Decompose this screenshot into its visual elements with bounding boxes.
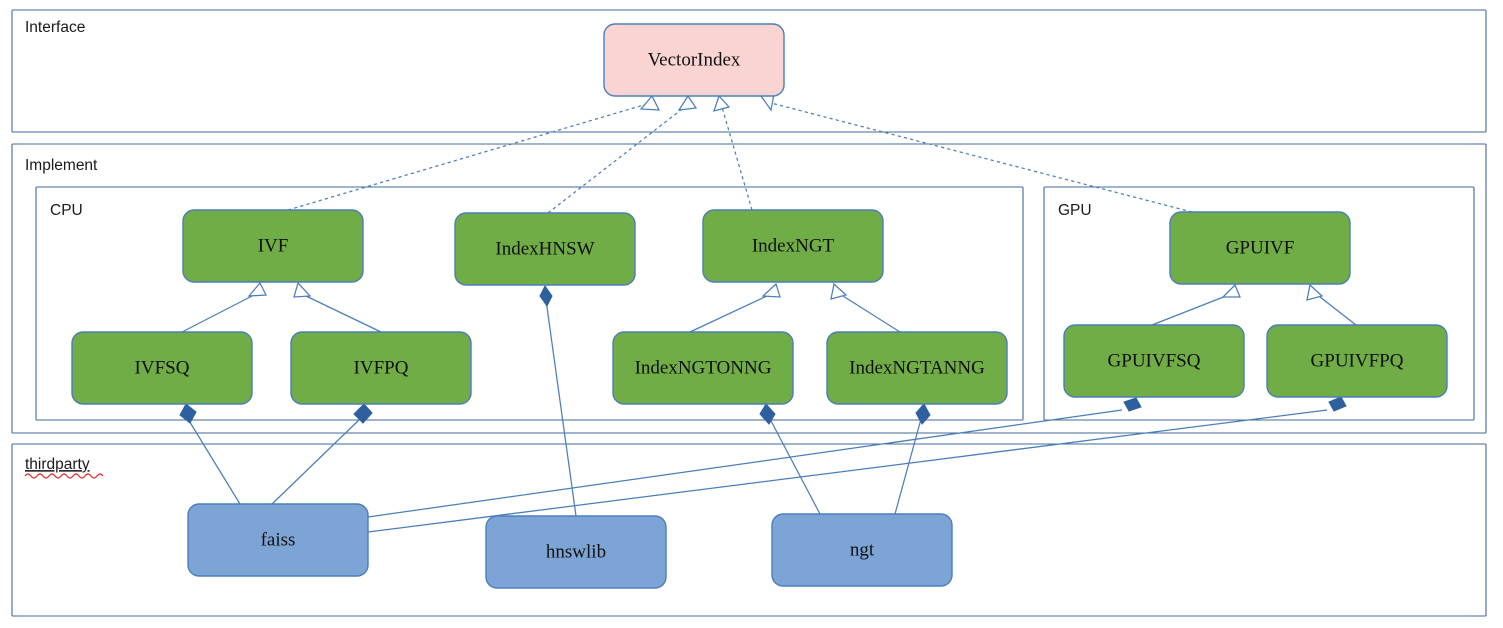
frame-thirdparty-label: thirdparty bbox=[25, 456, 90, 473]
node-gpuivf-label: GPUIVF bbox=[1226, 237, 1295, 258]
edge-faiss-to-ivfpq bbox=[271, 403, 373, 505]
edge-line bbox=[181, 294, 255, 333]
inheritance-arrowhead-icon bbox=[639, 94, 661, 111]
composition-diamond-icon bbox=[759, 403, 776, 425]
edge-line bbox=[842, 295, 901, 333]
edge-line bbox=[367, 409, 1123, 518]
inheritance-arrowhead-icon bbox=[293, 281, 312, 298]
node-ivfsq[interactable]: IVFSQ bbox=[71, 331, 253, 405]
frame-cpu-label: CPU bbox=[50, 202, 83, 219]
composition-diamond-icon bbox=[1123, 397, 1142, 412]
frame-implement-label: Implement bbox=[25, 157, 98, 174]
inheritance-arrowhead-icon bbox=[761, 282, 781, 298]
node-gpuivf-rect[interactable] bbox=[1169, 211, 1351, 285]
node-hnswlib-rect[interactable] bbox=[485, 515, 667, 589]
inheritance-arrowhead-icon bbox=[713, 94, 731, 112]
node-gpuivfpq-label: GPUIVFPQ bbox=[1311, 350, 1404, 371]
edge-hnswlib-to-indexhnsw bbox=[539, 285, 577, 517]
node-hnswlib-label: hnswlib bbox=[546, 541, 606, 562]
node-ivfpq-rect[interactable] bbox=[290, 331, 472, 405]
node-faiss-rect[interactable] bbox=[187, 503, 369, 577]
node-indexhnsw[interactable]: IndexHNSW bbox=[454, 212, 636, 286]
node-indexngtanng-label: IndexNGTANNG bbox=[849, 357, 985, 378]
frame-thirdparty-rect bbox=[11, 443, 1487, 617]
edge-ivf-to-vectorindex bbox=[287, 94, 661, 211]
node-hnswlib[interactable]: hnswlib bbox=[485, 515, 667, 589]
edge-line bbox=[287, 103, 648, 211]
spellcheck-squiggle-icon bbox=[24, 473, 104, 479]
node-ngt[interactable]: ngt bbox=[771, 513, 953, 587]
node-ivf[interactable]: IVF bbox=[182, 209, 364, 283]
node-ivfsq-label: IVFSQ bbox=[135, 357, 190, 378]
frame-thirdparty: thirdparty bbox=[11, 443, 1487, 617]
inheritance-arrowhead-icon bbox=[830, 282, 848, 300]
node-gpuivfpq-rect[interactable] bbox=[1266, 324, 1448, 398]
edge-line bbox=[545, 299, 577, 517]
edge-line bbox=[769, 418, 821, 515]
node-indexngt-label: IndexNGT bbox=[752, 235, 835, 256]
node-indexngtanng-rect[interactable] bbox=[826, 331, 1008, 405]
node-indexhnsw-label: IndexHNSW bbox=[495, 238, 594, 259]
edge-gpuivfsq-to-gpuivf bbox=[1151, 283, 1241, 326]
node-ivf-rect[interactable] bbox=[182, 209, 364, 283]
edge-indexhnsw-to-vectorindex bbox=[547, 94, 698, 214]
edge-indexngtanng-to-indexngt bbox=[830, 282, 901, 333]
edge-faiss-to-gpuivfsq bbox=[367, 397, 1142, 518]
inheritance-arrowhead-icon bbox=[247, 281, 267, 297]
node-faiss[interactable]: faiss bbox=[187, 503, 369, 577]
node-vectorindex-rect[interactable] bbox=[603, 23, 785, 97]
node-ivfpq-label: IVFPQ bbox=[354, 357, 409, 378]
inheritance-arrowhead-icon bbox=[1221, 283, 1241, 298]
edge-ngt-to-indexngtonng bbox=[759, 403, 821, 515]
edge-indexngt-to-vectorindex bbox=[713, 94, 753, 211]
node-indexngtonng-rect[interactable] bbox=[612, 331, 794, 405]
composition-diamond-icon bbox=[179, 403, 197, 424]
node-indexngt[interactable]: IndexNGT bbox=[702, 209, 884, 283]
edge-line bbox=[305, 295, 382, 333]
edge-faiss-to-ivfsq bbox=[179, 403, 241, 505]
composition-diamond-icon bbox=[539, 285, 553, 307]
edge-line bbox=[367, 409, 1328, 533]
edge-line bbox=[1319, 296, 1357, 326]
node-indexngtonng[interactable]: IndexNGTONNG bbox=[612, 331, 794, 405]
frame-interface-label: Interface bbox=[25, 19, 85, 36]
node-indexhnsw-rect[interactable] bbox=[454, 212, 636, 286]
node-ivf-label: IVF bbox=[258, 235, 289, 256]
edge-ngt-to-indexngtanng bbox=[894, 403, 931, 515]
node-ngt-label: ngt bbox=[850, 539, 875, 560]
inheritance-arrowhead-icon bbox=[677, 94, 698, 111]
node-gpuivfsq-label: GPUIVFSQ bbox=[1108, 350, 1201, 371]
composition-diamond-icon bbox=[1328, 396, 1347, 412]
edge-gpuivfpq-to-gpuivf bbox=[1306, 283, 1357, 326]
node-indexngtanng[interactable]: IndexNGTANNG bbox=[826, 331, 1008, 405]
edge-line bbox=[894, 418, 922, 515]
composition-diamond-icon bbox=[915, 403, 931, 425]
node-ivfpq[interactable]: IVFPQ bbox=[290, 331, 472, 405]
edge-indexngtonng-to-indexngt bbox=[689, 282, 781, 333]
edge-line bbox=[1151, 295, 1227, 326]
edge-faiss-to-gpuivfpq bbox=[367, 396, 1347, 533]
edge-line bbox=[770, 102, 1193, 213]
inheritance-arrowhead-icon bbox=[1306, 283, 1324, 301]
edge-ivfpq-to-ivf bbox=[293, 281, 382, 333]
node-vectorindex-label: VectorIndex bbox=[648, 49, 741, 70]
edge-line bbox=[689, 295, 768, 333]
edge-line bbox=[271, 418, 361, 505]
node-gpuivfsq-rect[interactable] bbox=[1063, 324, 1245, 398]
node-ngt-rect[interactable] bbox=[771, 513, 953, 587]
edge-line bbox=[721, 106, 753, 211]
composition-diamond-icon bbox=[353, 403, 373, 424]
node-indexngtonng-label: IndexNGTONNG bbox=[635, 357, 772, 378]
edge-ivfsq-to-ivf bbox=[181, 281, 267, 333]
node-ivfsq-rect[interactable] bbox=[71, 331, 253, 405]
node-gpuivfsq[interactable]: GPUIVFSQ bbox=[1063, 324, 1245, 398]
node-vectorindex[interactable]: VectorIndex bbox=[603, 23, 785, 97]
node-gpuivf[interactable]: GPUIVF bbox=[1169, 211, 1351, 285]
node-faiss-label: faiss bbox=[261, 529, 296, 550]
node-gpuivfpq[interactable]: GPUIVFPQ bbox=[1266, 324, 1448, 398]
frame-gpu-label: GPU bbox=[1058, 202, 1092, 219]
edge-line bbox=[187, 418, 241, 505]
node-indexngt-rect[interactable] bbox=[702, 209, 884, 283]
